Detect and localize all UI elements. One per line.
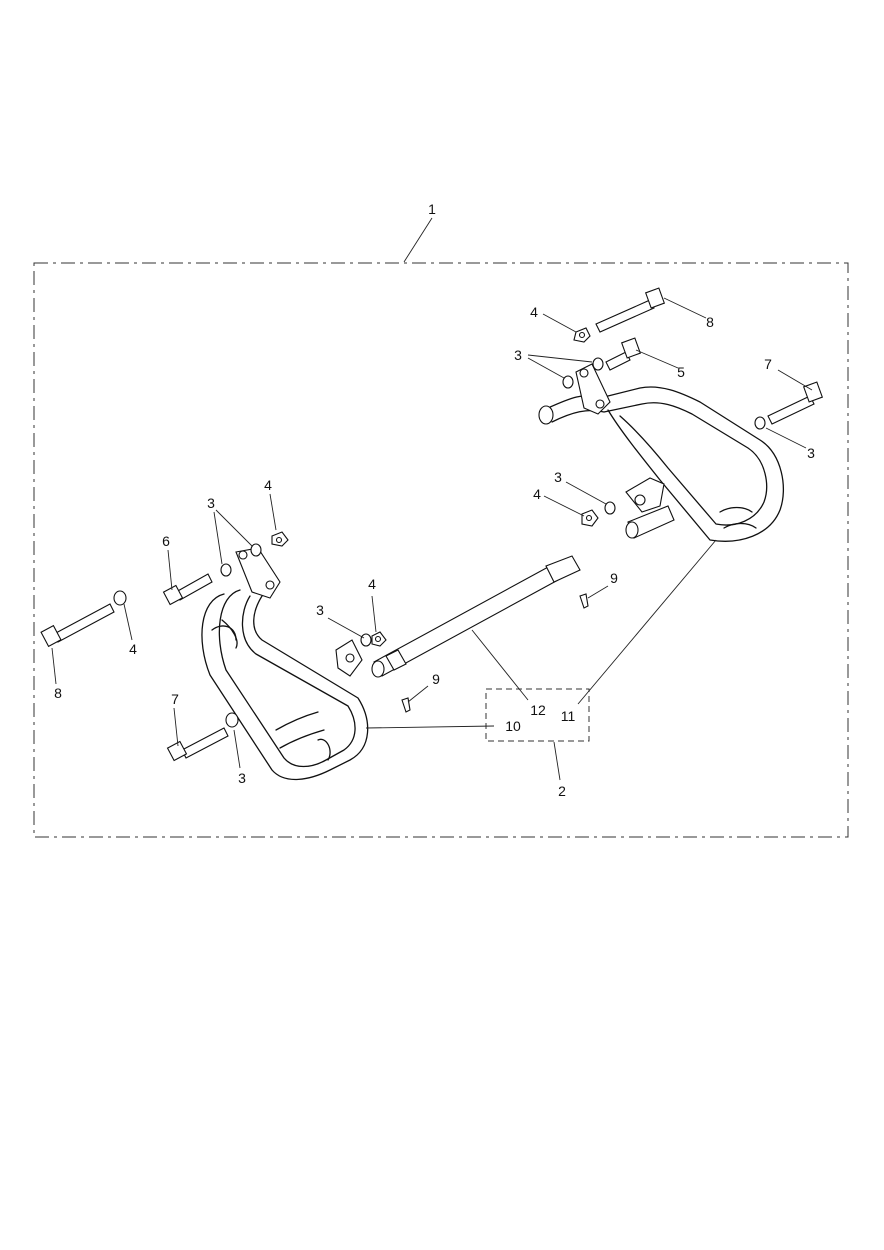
callout-9-right: 9	[610, 570, 618, 586]
washer-3-left-d	[225, 712, 239, 728]
bolt-5	[605, 337, 642, 371]
callout-3-right-top: 3	[514, 347, 522, 363]
left-crash-bar	[201, 547, 369, 781]
washer-3-right-b	[562, 375, 574, 389]
callout-9-left: 9	[432, 671, 440, 687]
washer-3-left-c	[360, 633, 372, 647]
callout-4-left: 4	[129, 641, 137, 657]
callout-6: 6	[162, 533, 170, 549]
callout-5: 5	[677, 364, 685, 380]
callout-3-left-top: 3	[207, 495, 215, 511]
subkit-boundary-box	[485, 688, 590, 742]
bolt-8-left	[40, 603, 115, 648]
washer-3-left-b	[250, 543, 262, 557]
right-crash-bar	[538, 363, 785, 542]
callout-3-left-mid: 3	[316, 602, 324, 618]
bolt-7-right	[767, 381, 824, 425]
callout-4-left-top: 4	[264, 477, 272, 493]
washer-4-left	[113, 590, 127, 606]
nut-4-right-top	[573, 327, 591, 343]
nut-4-left-top	[271, 531, 289, 547]
washer-3-right-a	[592, 357, 604, 371]
kit-boundary-box	[33, 262, 849, 838]
callout-7-right: 7	[764, 356, 772, 372]
nut-4-right-mid	[581, 509, 599, 527]
callout-8-left: 8	[54, 685, 62, 701]
callout-8-right: 8	[706, 314, 714, 330]
washer-3-left-a	[220, 563, 232, 577]
bolt-6	[162, 573, 213, 606]
nut-4-left-mid	[371, 631, 387, 647]
callout-10: 10	[505, 718, 521, 734]
callout-3-left-bolt: 3	[238, 770, 246, 786]
callout-1: 1	[428, 201, 436, 217]
cross-tube	[371, 555, 581, 678]
bolt-7-left	[166, 727, 229, 762]
callout-3-right-bolt: 3	[807, 445, 815, 461]
washer-3-right-d	[604, 501, 616, 515]
bolt-8-right	[595, 287, 666, 333]
callout-7-left: 7	[171, 691, 179, 707]
callout-2: 2	[558, 783, 566, 799]
callout-11: 11	[561, 708, 576, 724]
screw-9-right	[579, 593, 589, 609]
callout-4-right-top: 4	[530, 304, 538, 320]
leader-lines	[51, 217, 813, 781]
callout-3-right-mid: 3	[554, 469, 562, 485]
callout-labels: 1 2 4 8 3 5 7 3 3 4 9 12 11 10 9 4 3 6 4…	[54, 201, 815, 799]
washer-3-right-c	[754, 416, 766, 430]
callout-4-left-mid: 4	[368, 576, 376, 592]
callout-12: 12	[530, 702, 546, 718]
screw-9-left	[401, 697, 411, 713]
callout-4-right-mid: 4	[533, 486, 541, 502]
